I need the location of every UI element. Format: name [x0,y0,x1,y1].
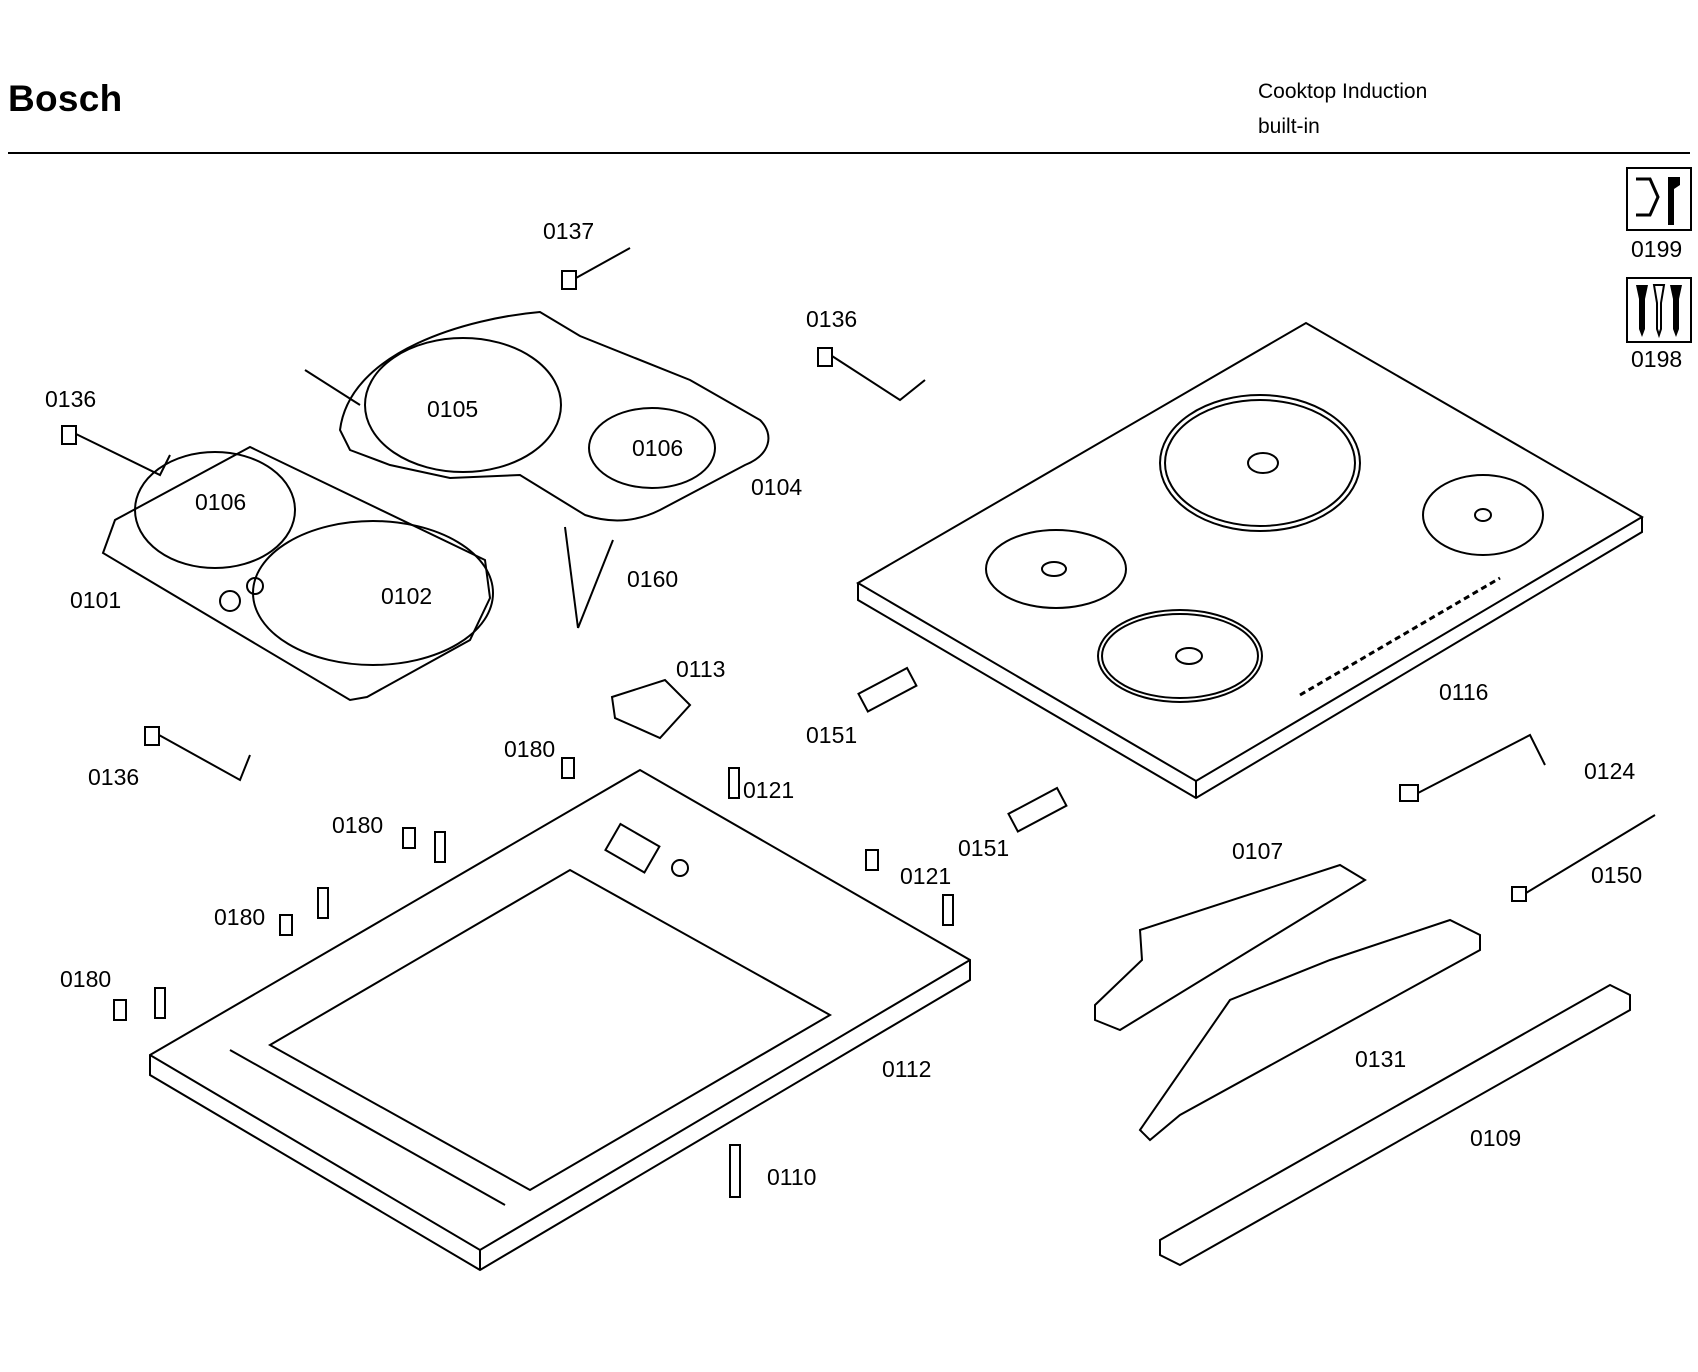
part-label-0121: 0121 [900,863,952,889]
part-label-0106: 0106 [632,435,684,461]
part-label-0131: 0131 [1355,1046,1407,1072]
wrench-icon [1636,177,1680,225]
part-label-0136: 0136 [45,386,97,412]
part-label-0101: 0101 [70,587,122,613]
cooktop-glass-top [856,321,1644,800]
header-divider [8,152,1690,154]
part-label-0106: 0106 [195,489,247,515]
part-label-0104: 0104 [751,474,803,500]
control-circuit-board [1094,863,1367,1032]
part-label-0180: 0180 [214,904,266,930]
electronics-board-holder [1138,918,1481,1142]
part-label-0136: 0136 [806,306,858,332]
part-label-0150: 0150 [1591,862,1643,888]
tool-number-0198: 0198 [1631,346,1683,372]
tool-number-0199: 0199 [1631,236,1683,262]
part-label-0180: 0180 [504,736,556,762]
part-label-0180: 0180 [60,966,112,992]
tools-box-0199 [1626,167,1692,231]
part-label-0180: 0180 [332,812,384,838]
induction-coil-carrier-rear [304,310,770,522]
part-label-0102: 0102 [381,583,433,609]
part-label-0109: 0109 [1470,1125,1522,1151]
product-type: Cooktop Induction [1258,80,1428,103]
part-label-0112: 0112 [882,1056,932,1082]
part-label-0137: 0137 [543,218,595,244]
part-label-0116: 0116 [1439,679,1489,705]
part-label-0160: 0160 [627,566,679,592]
part-label-0113: 0113 [676,656,726,682]
tools-box-0198 [1626,277,1692,343]
front-profile-rail [1159,983,1631,1267]
brand-name: Bosch [8,78,123,119]
part-label-0121: 0121 [743,777,795,803]
part-label-0136: 0136 [88,764,140,790]
connection-cables [61,247,1656,902]
part-label-0105: 0105 [427,396,479,422]
part-label-0124: 0124 [1584,758,1636,784]
fasteners-and-springs [113,526,1068,1198]
product-installation: built-in [1258,115,1320,138]
part-label-0107: 0107 [1232,838,1284,864]
bottom-housing-tray [149,768,971,1272]
induction-coil-carrier-front [101,445,494,702]
part-label-0110: 0110 [767,1164,817,1190]
screwdriver-icon [1636,284,1682,339]
part-label-0151: 0151 [958,835,1010,861]
part-label-0151: 0151 [806,722,858,748]
